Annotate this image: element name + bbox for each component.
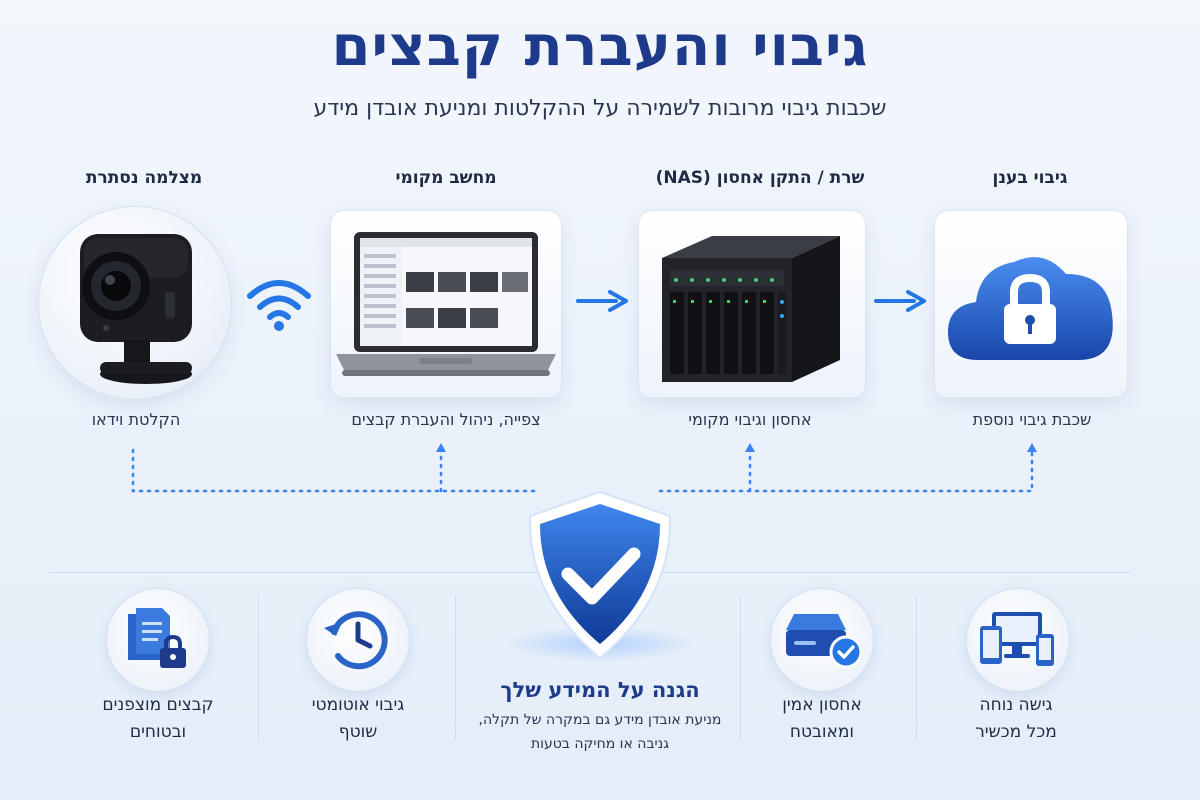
- stage-caption-camera: הקלטת וידאו: [91, 410, 181, 429]
- center-description: מניעת אובדן מידע גם במקרה של תקלה, גניבה…: [440, 708, 760, 756]
- feature-storage-line2: ומאובטח: [789, 722, 855, 742]
- stage-caption-cloud: שכבת גיבוי נוספת: [972, 410, 1092, 429]
- center-desc-line2: גניבה או מחיקה בטעות: [530, 736, 670, 752]
- divider: [455, 595, 456, 740]
- nas-server-icon: [662, 236, 840, 382]
- stage-title-cloud: גיבוי בענן: [992, 168, 1068, 188]
- dotted-connectors: [131, 443, 1037, 493]
- feature-encrypted-line2: ובטוחים: [129, 722, 187, 742]
- stage-title-nas: שרת / התקן אחסון (NAS): [655, 168, 865, 188]
- feature-access-line1: גישה נוחה: [979, 695, 1053, 715]
- cloud-lock-icon: [948, 257, 1113, 360]
- stage-title-computer: מחשב מקומי: [395, 168, 497, 188]
- feature-storage-line1: אחסון אמין: [782, 695, 862, 715]
- auto-backup-clock-icon: [324, 611, 388, 670]
- stage-caption-computer: צפייה, ניהול והעברת קבצים: [351, 410, 541, 429]
- stage-title-camera: מצלמה נסתרת: [85, 168, 203, 188]
- feature-backup-line1: גיבוי אוטומטי: [311, 695, 405, 715]
- divider: [916, 595, 917, 740]
- center-desc-line1: מניעת אובדן מידע גם במקרה של תקלה,: [478, 712, 722, 728]
- arrow-right-icon: [874, 290, 926, 312]
- hidden-camera-icon: [80, 234, 192, 384]
- secure-drive-icon: [786, 614, 860, 669]
- divider: [258, 595, 259, 740]
- page-subtitle: שכבות גיבוי מרובות לשמירה על ההקלטות ומנ…: [313, 96, 887, 121]
- feature-access-line2: מכל מכשיר: [975, 722, 1057, 742]
- page-title: גיבוי והעברת קבצים: [331, 14, 869, 79]
- feature-backup-line2: שוטף: [338, 722, 378, 742]
- divider: [740, 595, 741, 740]
- center-title: הגנה על המידע שלך: [500, 678, 700, 702]
- arrow-right-icon: [576, 290, 628, 312]
- feature-encrypted-line1: קבצים מוצפנים: [102, 695, 214, 715]
- shield-check-icon: [504, 490, 696, 662]
- laptop-icon: [336, 232, 556, 376]
- wifi-icon: [247, 280, 311, 331]
- multi-device-icon: [980, 612, 1054, 666]
- encrypted-files-icon: [128, 608, 186, 668]
- stage-caption-nas: אחסון וגיבוי מקומי: [688, 410, 812, 429]
